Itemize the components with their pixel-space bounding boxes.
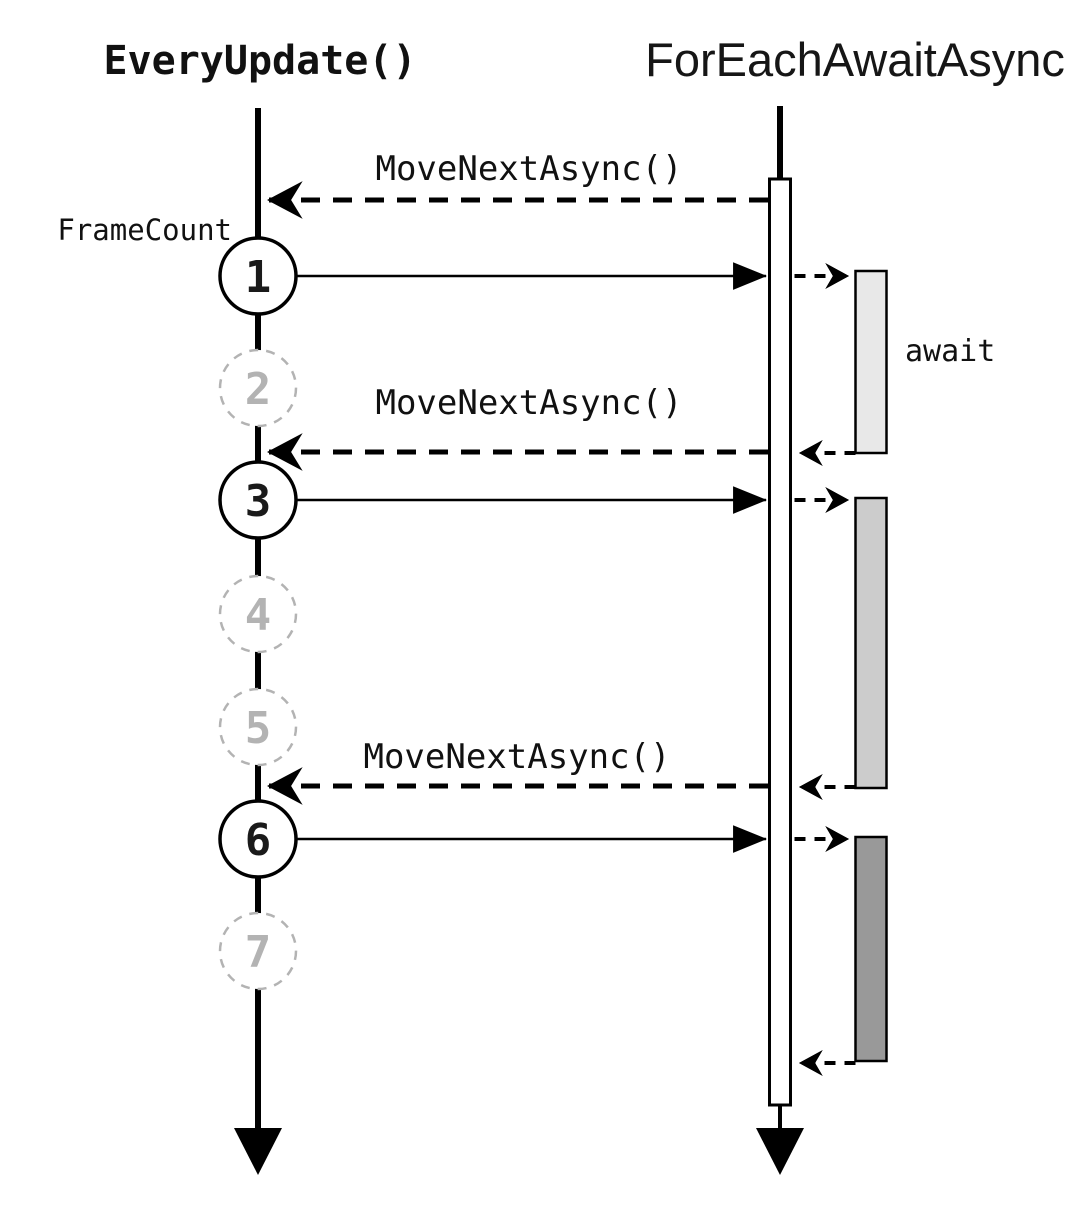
frame-number: 5 [245, 703, 272, 754]
move-next-label-1: MoveNextAsync() [375, 149, 682, 189]
move-next-label-3: MoveNextAsync() [363, 737, 670, 777]
frame-circle [218, 687, 298, 767]
frame-number: 6 [245, 815, 272, 866]
await-label: await [905, 334, 995, 369]
frame-number: 4 [245, 590, 272, 641]
await-bar [854, 835, 888, 1063]
frame-circle [218, 799, 298, 879]
frame-circle [218, 236, 298, 316]
left-actor-title: EveryUpdate() [103, 38, 416, 84]
frame-circle [218, 460, 298, 540]
await-bar [854, 269, 888, 455]
right-actor-title: ForEachAwaitAsync [645, 33, 1065, 86]
frame-count-label: FrameCount [57, 213, 232, 247]
move-next-label-2: MoveNextAsync() [375, 383, 682, 423]
frame-number: 2 [245, 364, 272, 415]
await-bars [794, 263, 888, 1076]
frame-circle [218, 574, 298, 654]
activation-bar [768, 177, 792, 1107]
await-bar [854, 496, 888, 790]
frame-number: 1 [245, 252, 272, 303]
request-arrows [266, 181, 768, 805]
frame-number: 7 [245, 927, 272, 978]
frame-number: 3 [245, 476, 272, 527]
frame-circle [218, 348, 298, 428]
right-lifeline-arrowhead-icon [756, 1128, 804, 1175]
left-lifeline-arrowhead-icon [234, 1128, 282, 1175]
frame-circles: 1 2 3 4 5 6 7 [218, 236, 768, 991]
frame-circle [218, 911, 298, 991]
